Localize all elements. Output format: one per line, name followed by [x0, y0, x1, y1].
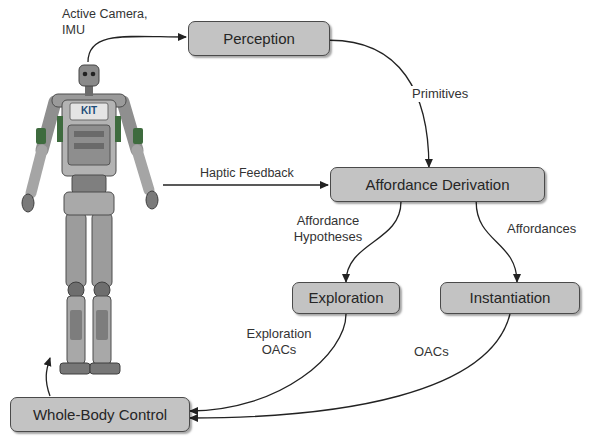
edge-label: Primitives — [410, 86, 470, 102]
process-box: Affordance Derivation — [330, 167, 545, 202]
process-box: Instantiation — [440, 282, 580, 314]
signal-label: Active Camera, IMU — [62, 6, 152, 38]
control-arrow — [46, 358, 50, 396]
edge-label: Affordances — [505, 221, 578, 237]
box-label: Whole-Body Control — [33, 406, 167, 424]
flow-arrow — [190, 314, 510, 418]
edge-label: OACs — [412, 344, 451, 360]
signal-label: Haptic Feedback — [200, 165, 294, 181]
box-label: Instantiation — [470, 289, 551, 307]
edge-label: Exploration OACs — [234, 326, 324, 358]
flow-arrow — [330, 40, 429, 167]
process-box: Whole-Body Control — [10, 397, 190, 432]
edge-label: Affordance Hypotheses — [288, 213, 368, 245]
flow-arrow — [190, 314, 346, 411]
process-box: Perception — [188, 21, 330, 56]
robot-figure — [22, 65, 158, 374]
sensor-arrow — [88, 36, 186, 62]
flow-arrow — [476, 202, 517, 282]
box-label: Exploration — [308, 289, 383, 307]
process-box: Exploration — [292, 282, 400, 314]
haptic-arrow — [163, 184, 328, 185]
box-label: Perception — [223, 30, 295, 48]
logo-text: KIT — [70, 104, 108, 118]
box-label: Affordance Derivation — [366, 176, 510, 194]
